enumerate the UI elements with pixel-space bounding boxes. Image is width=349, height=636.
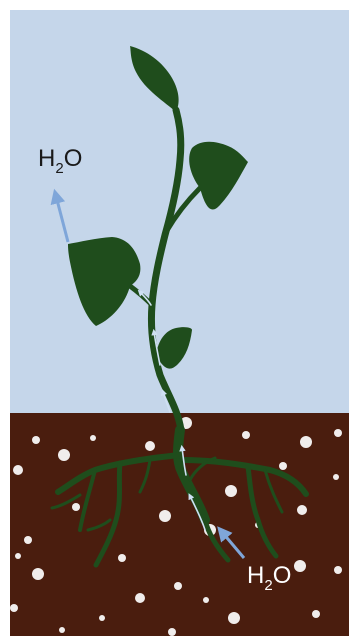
label-h: H: [38, 145, 55, 172]
label-subscript: 2: [55, 160, 63, 177]
label-o: O: [273, 562, 292, 589]
label-h: H: [247, 562, 264, 589]
label-o: O: [64, 145, 83, 172]
label-subscript: 2: [264, 577, 272, 594]
